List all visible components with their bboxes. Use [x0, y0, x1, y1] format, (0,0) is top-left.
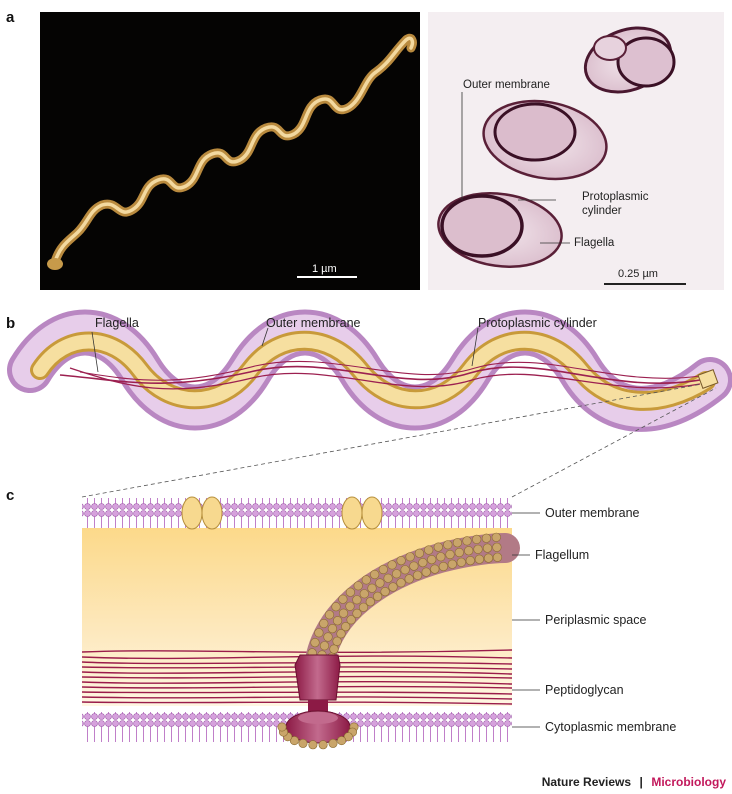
svg-text:Nature Reviews | M: Nature Reviews | Microbiology	[542, 773, 727, 790]
flagellin-subunit	[362, 576, 371, 585]
flagellin-subunit	[413, 571, 422, 580]
flagellin-subunit	[483, 544, 492, 553]
motor-ring-subunit	[319, 741, 327, 749]
flagellin-subunit	[464, 546, 473, 555]
flagellin-subunit	[493, 543, 502, 552]
flagellin-subunit	[446, 550, 455, 559]
flagellin-subunit	[333, 637, 342, 646]
flagellin-subunit	[392, 570, 401, 579]
flagellin-subunit	[320, 642, 329, 651]
flagellin-subunit	[379, 565, 388, 574]
flagellin-subunit	[448, 560, 457, 569]
panel-c-label-outer-membrane: Outer membrane	[545, 506, 640, 520]
panel-c-label-flagellum: Flagellum	[535, 548, 589, 562]
flagellin-subunit	[422, 568, 431, 577]
motor-ring-subunit	[309, 741, 317, 749]
flagellin-subunit	[475, 555, 484, 564]
panel-a-label-flagella: Flagella	[574, 237, 615, 249]
flagellin-subunit	[419, 558, 428, 567]
flagellin-subunit	[353, 596, 362, 605]
credit-section: Microbiology	[651, 775, 726, 789]
flagellin-subunit	[368, 584, 377, 593]
flagellin-subunit	[474, 545, 483, 554]
flagellin-subunit	[492, 533, 501, 542]
flagellin-subunit	[324, 633, 333, 642]
flagellin-subunit	[384, 574, 393, 583]
flagellin-subunit	[397, 556, 406, 565]
flagellin-subunit	[360, 590, 369, 599]
flagellin-subunit	[370, 570, 379, 579]
flagellin-subunit	[466, 556, 475, 565]
panel-c-label-peptidoglycan: Peptidoglycan	[545, 683, 624, 697]
panel-b-letter: b	[6, 315, 15, 332]
flagellin-subunit	[405, 575, 414, 584]
flagellin-subunit	[330, 645, 339, 654]
panel-b-label-protoplasmic-cylinder: Protoplasmic cylinder	[478, 316, 597, 330]
flagellin-subunit	[332, 602, 341, 611]
journal-credit: Nature Reviews | Microbiology	[542, 773, 727, 790]
flagellin-subunit	[439, 562, 448, 571]
panel-a-letter: a	[6, 9, 15, 26]
flagellin-subunit	[437, 553, 446, 562]
flagellin-subunit	[376, 579, 385, 588]
envelope-detail: Outer membrane Flagellum Periplasmic spa…	[82, 497, 676, 749]
credit-journal: Nature Reviews	[542, 775, 632, 789]
flagellin-subunit	[389, 583, 398, 592]
flagellin-subunit	[397, 579, 406, 588]
panel-b-label-outer-membrane: Outer membrane	[266, 316, 361, 330]
flagellin-subunit	[373, 592, 382, 601]
flagellin-subunit	[444, 541, 453, 550]
flagellin-subunit	[434, 543, 443, 552]
flagellin-subunit	[415, 549, 424, 558]
panel-c-letter: c	[6, 487, 14, 504]
motor-ring-subunit	[337, 736, 345, 744]
flagellin-subunit	[463, 537, 472, 546]
flagellin-subunit	[315, 629, 324, 638]
flagellin-subunit	[320, 619, 329, 628]
flagellin-subunit	[406, 553, 415, 562]
motor-ring-subunit	[299, 739, 307, 747]
flagellin-subunit	[366, 597, 375, 606]
flagellin-subunit	[346, 588, 355, 597]
flagellin-subunit	[353, 609, 362, 618]
panel-a-label-protoplasmic-1: Protoplasmic	[582, 191, 649, 203]
flagellin-subunit	[311, 638, 320, 647]
scalebar-right-label: 0.25 µm	[618, 268, 658, 280]
flagellin-subunit	[453, 538, 462, 547]
tem-micrograph: Outer membrane Protoplasmic cylinder Fla…	[428, 12, 724, 290]
flagellin-subunit	[424, 546, 433, 555]
flagellin-subunit	[493, 553, 502, 562]
flagellin-subunit	[482, 534, 491, 543]
motor-ring-subunit	[329, 739, 337, 747]
flagellin-subunit	[333, 616, 342, 625]
flagellin-subunit	[401, 566, 410, 575]
flagellin-subunit	[410, 562, 419, 571]
panel-c-label-periplasmic-space: Periplasmic space	[545, 613, 646, 627]
flagellin-subunit	[472, 535, 481, 544]
flagellin-subunit	[388, 561, 397, 570]
flagellin-subunit	[427, 555, 436, 564]
spirochete-cross-diagram: Flagella Outer membrane Protoplasmic cyl…	[30, 316, 718, 409]
panel-a-label-protoplasmic-2: cylinder	[582, 205, 622, 217]
panel-c-label-cytoplasmic-membrane: Cytoplasmic membrane	[545, 720, 676, 734]
panel-b-label-flagella: Flagella	[95, 316, 139, 330]
flagellin-subunit	[455, 548, 464, 557]
flagellin-subunit	[484, 554, 493, 563]
credit-separator: |	[640, 775, 643, 789]
flagellin-subunit	[431, 565, 440, 574]
flagellin-subunit	[328, 624, 337, 633]
flagellin-subunit	[346, 602, 355, 611]
flagellin-subunit	[354, 582, 363, 591]
flagellin-subunit	[381, 587, 390, 596]
scalebar-left-label: 1 µm	[312, 263, 337, 275]
sem-micrograph: 1 µm	[40, 12, 420, 290]
flagellin-subunit	[325, 611, 334, 620]
flagellin-subunit	[339, 595, 348, 604]
flagellin-subunit	[339, 609, 348, 618]
motor-ring-subunit	[278, 723, 286, 731]
panel-a-label-outer-membrane: Outer membrane	[463, 79, 550, 91]
outer-membrane-bilayer	[82, 498, 512, 528]
flagellin-subunit	[457, 558, 466, 567]
